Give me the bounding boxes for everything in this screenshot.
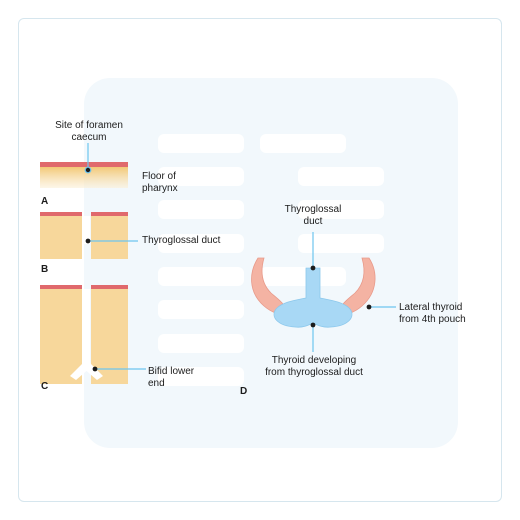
lateral-thyroid-label-line2: from 4th pouch <box>399 314 466 325</box>
label-box-8[interactable] <box>298 234 384 253</box>
panel-a-tissue <box>40 166 128 188</box>
site-foramen-label-line1: Site of foramen <box>55 120 123 131</box>
label-box-10[interactable] <box>260 267 346 286</box>
panel-letter-d: D <box>240 386 248 397</box>
label-box-1[interactable] <box>158 134 244 153</box>
panel-c-duct <box>83 289 90 365</box>
panel-b-duct <box>83 216 90 244</box>
thyroglossal-duct-b-label: Thyroglossal duct <box>142 235 221 246</box>
bifid-label-line2: end <box>148 378 165 389</box>
panel-b-left-tissue <box>40 214 82 259</box>
floor-pharynx-label-line1: Floor of <box>142 171 176 182</box>
label-box-4[interactable] <box>298 167 384 186</box>
thyroid-developing-label: Thyroid developing from thyroglossal duc… <box>258 355 370 379</box>
panel-a-floor-pharynx <box>40 162 128 188</box>
label-box-13[interactable] <box>158 367 244 386</box>
lateral-thyroid-label: Lateral thyroid from 4th pouch <box>399 302 466 326</box>
panel-a-epithelium <box>40 162 128 167</box>
panel-c-right-epithelium <box>91 285 128 289</box>
thyroid-developing-label-line2: from thyroglossal duct <box>265 367 363 378</box>
label-box-9[interactable] <box>158 267 244 286</box>
label-box-12[interactable] <box>158 334 244 353</box>
floor-pharynx-label-line2: pharynx <box>142 183 178 194</box>
thyroglossal-duct-b-marker <box>85 238 91 244</box>
bifid-marker <box>92 366 98 372</box>
panel-b-right-tissue <box>91 214 128 259</box>
thyroid-gland <box>273 267 353 328</box>
panel-c-bifid-end <box>70 363 103 380</box>
panel-b-left-epithelium <box>40 212 82 216</box>
panel-b-right-epithelium <box>91 212 128 216</box>
label-box-6[interactable] <box>298 200 384 219</box>
thyroid-developing-label-line1: Thyroid developing <box>271 355 357 366</box>
lateral-thyroid-label-line1: Lateral thyroid <box>399 302 463 313</box>
label-box-3[interactable] <box>158 167 244 186</box>
bifid-label-line1: Bifid lower <box>148 366 195 377</box>
panel-letter-b: B <box>41 264 49 275</box>
panel-b-duct-forming <box>40 212 128 259</box>
site-foramen-label: Site of foramen caecum <box>44 120 134 144</box>
label-box-5[interactable] <box>158 200 244 219</box>
panel-letter-a: A <box>41 196 49 207</box>
panel-c-bifid-duct <box>40 285 128 384</box>
panel-c-left-tissue <box>40 288 82 384</box>
thyroglossal-duct-d-label-line2: duct <box>303 216 323 227</box>
thyroid-developing-marker <box>310 322 316 328</box>
label-box-2[interactable] <box>260 134 346 153</box>
lateral-thyroid-marker <box>366 304 372 310</box>
thyroglossal-duct-d-label: Thyroglossal duct <box>266 204 360 228</box>
panel-c-left-epithelium <box>40 285 82 289</box>
thyroglossal-duct-d-marker <box>310 265 316 271</box>
panel-d-thyroid <box>251 257 376 328</box>
site-foramen-marker <box>84 166 92 174</box>
floor-pharynx-label: Floor of pharynx <box>142 171 178 195</box>
label-box-7[interactable] <box>158 234 244 253</box>
answer-panel <box>84 78 458 448</box>
site-foramen-label-line2: caecum <box>71 132 107 143</box>
thyroglossal-duct-d-label-line1: Thyroglossal <box>284 204 342 215</box>
label-box-11[interactable] <box>158 300 244 319</box>
panel-letter-c: C <box>41 381 49 392</box>
bifid-label: Bifid lower end <box>148 366 194 390</box>
